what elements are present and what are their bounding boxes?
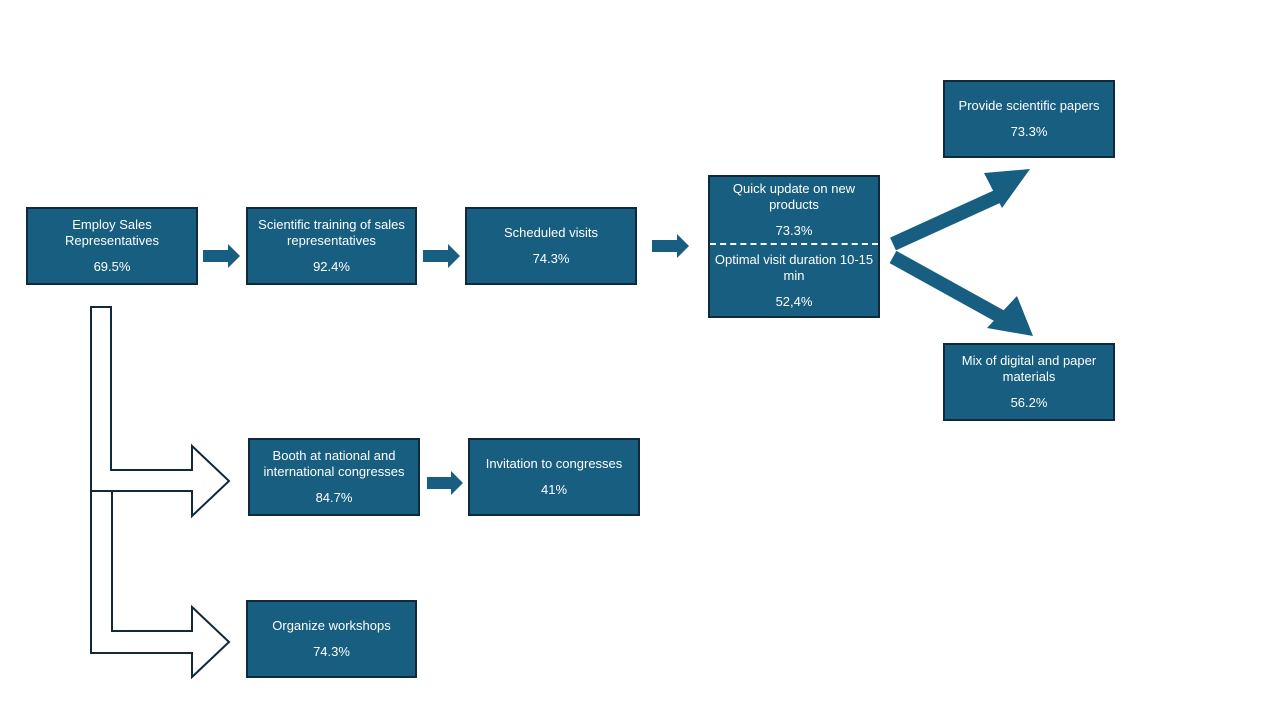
node-value: 56.2% [1010, 395, 1048, 410]
node-label: Provide scientific papers [958, 98, 1100, 113]
node-value: 73.3% [775, 223, 813, 238]
node-label: Mix of digital and paper materials [961, 353, 1097, 384]
arrow-head-to-mix [987, 296, 1033, 336]
node-label: Employ Sales Representatives [65, 217, 159, 248]
node-value: 69.5% [93, 259, 131, 274]
node-value: 92.4% [313, 259, 350, 274]
arrow-head-to-papers [984, 169, 1030, 208]
node-label: Organize workshops [272, 618, 391, 633]
hollow-arrow-to-booth [90, 306, 231, 519]
node-value: 84.7% [315, 490, 353, 505]
node-label: Scheduled visits [504, 225, 598, 240]
node-label: Quick update on new products [732, 181, 856, 212]
node-value: 73.3% [1010, 124, 1048, 139]
node-organize-workshops: Organize workshops 74.3% [246, 600, 417, 678]
arrow-booth-to-invitation [427, 471, 463, 495]
node-scientific-training: Scientific training of sales representat… [246, 207, 417, 285]
arrow-visits-to-update [652, 234, 689, 258]
node-value: 74.3% [313, 644, 350, 659]
node-quick-update-visit-duration: Quick update on new products 73.3% Optim… [708, 175, 880, 318]
node-label: Booth at national and international cong… [263, 448, 405, 479]
arrow-training-to-visits [423, 244, 460, 268]
arrow-employ-to-training [203, 244, 240, 268]
node-scheduled-visits: Scheduled visits 74.3% [465, 207, 637, 285]
node-value: 41% [540, 482, 568, 497]
node-visit-duration: Optimal visit duration 10-15 min 52,4% [710, 245, 878, 317]
node-quick-update: Quick update on new products 73.3% [710, 177, 878, 243]
node-employ-sales-representatives: Employ Sales Representatives 69.5% [26, 207, 198, 285]
node-value: 74.3% [532, 251, 570, 266]
node-provide-scientific-papers: Provide scientific papers 73.3% [943, 80, 1115, 158]
arrow-shaft-to-papers [890, 186, 1008, 251]
node-mix-digital-paper: Mix of digital and paper materials 56.2% [943, 343, 1115, 421]
node-invitation-congresses: Invitation to congresses 41% [468, 438, 640, 516]
arrow-shaft-to-mix [889, 250, 1009, 326]
node-label: Scientific training of sales representat… [258, 217, 405, 248]
hollow-arrow-to-workshops [90, 490, 231, 680]
node-label: Invitation to congresses [485, 456, 623, 471]
dashed-divider [710, 243, 878, 245]
node-value: 52,4% [775, 294, 813, 309]
node-label: Optimal visit duration 10-15 min [714, 252, 874, 283]
node-booth-congresses: Booth at national and international cong… [248, 438, 420, 516]
